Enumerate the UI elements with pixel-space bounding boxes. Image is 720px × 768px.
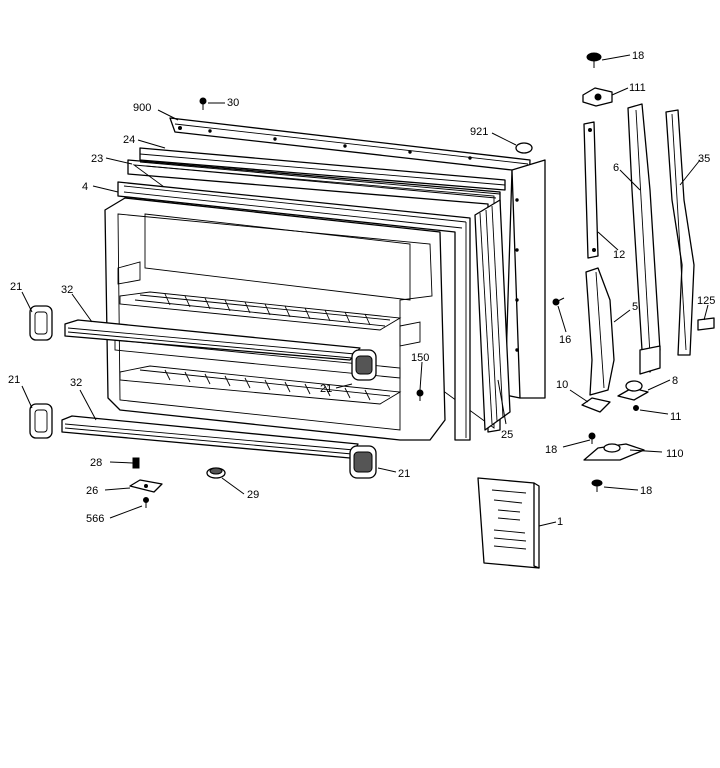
screw-28 [132,457,140,469]
callout-5: 5 [632,301,638,313]
callout-1: 1 [557,516,563,528]
callout-12: 12 [613,249,625,261]
rail-end-cap-21-upper-right [351,349,377,381]
plug-921 [515,142,533,154]
callout-18-middle: 18 [545,444,557,456]
rail-end-cap-21-upper-left [29,305,53,341]
callout-25: 25 [501,429,513,441]
rail-end-cap-21-lower-left [29,403,53,439]
screw-18-middle [588,432,596,444]
callout-21-lower-left: 21 [8,374,20,386]
screw-16 [552,297,565,306]
callout-900: 900 [133,102,151,114]
callout-29: 29 [247,489,259,501]
callout-35: 35 [698,153,710,165]
callout-18-bottom: 18 [640,485,652,497]
callout-21-lower-right: 21 [398,468,410,480]
handle-trim-35 [665,109,695,356]
lower-hinge-110 [583,443,645,461]
hinge-cover-111 [582,87,613,107]
door-outer-panel [169,117,546,399]
callout-32-upper: 32 [61,284,73,296]
callout-23: 23 [91,153,103,165]
door-trim-24 [139,147,506,191]
door-handle-6 [627,103,661,375]
hinge-bushing-8 [617,380,649,401]
screw-18-top [586,52,602,68]
rail-end-cap-21-lower-right [349,445,377,479]
callout-11: 11 [670,411,681,423]
callout-4: 4 [82,181,88,193]
door-liner-frame-4 [117,181,471,441]
callout-30: 30 [227,97,239,109]
callout-6: 6 [613,162,619,174]
hinge-bracket-10 [581,397,611,413]
callout-21-upper-left: 21 [10,281,22,293]
callout-18-top: 18 [632,50,644,62]
callout-8: 8 [672,375,678,387]
callout-111: 111 [629,82,646,94]
screw-30 [199,97,207,110]
door-gasket-side-25 [474,199,511,431]
handle-end-cap-5 [585,267,615,396]
hinge-pin-125 [697,317,715,331]
callout-26: 26 [86,485,98,497]
callout-921: 921 [470,126,488,138]
door-inner-liner [104,197,446,441]
callout-28: 28 [90,457,102,469]
screw-11 [633,405,639,411]
callout-32-lower: 32 [70,377,82,389]
callout-110: 110 [666,448,684,460]
callout-10: 10 [556,379,568,391]
callout-21-upper-right: 21 [320,383,332,395]
callout-150: 150 [411,352,429,364]
callout-16: 16 [559,334,571,346]
stop-bracket-26 [129,479,163,493]
screw-566 [143,497,149,508]
callout-125: 125 [697,295,715,307]
plug-29 [206,467,226,479]
hinge-bar-12 [583,121,599,259]
screw-18-bottom [591,479,603,492]
callout-labels: 18 111 900 30 921 24 23 6 35 4 12 21 32 … [8,50,715,528]
leader-lines [21,54,709,527]
instruction-booklet-1 [477,477,540,569]
callout-566: 566 [86,513,104,525]
callout-24: 24 [123,134,135,146]
